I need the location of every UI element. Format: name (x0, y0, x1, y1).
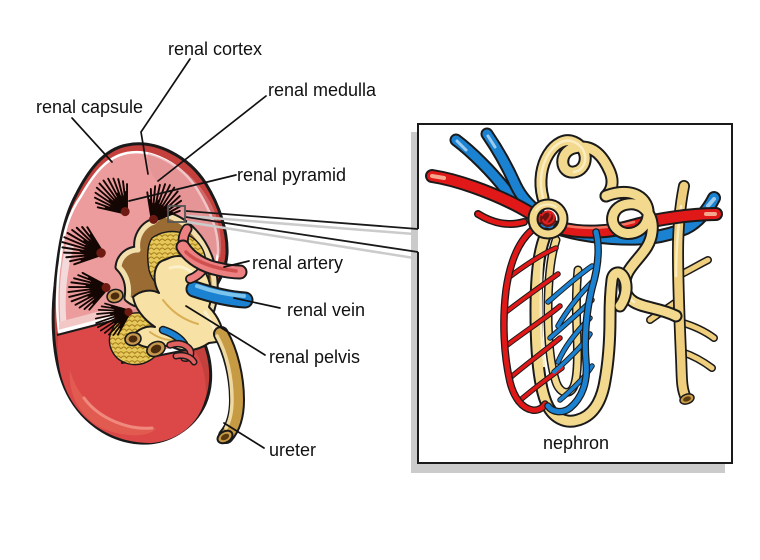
leader-line-renal-medulla (157, 95, 267, 182)
label-renal-pelvis: renal pelvis (269, 347, 361, 367)
label-renal-vein: renal vein (287, 300, 366, 320)
label-renal-pyramid: renal pyramid (237, 165, 347, 185)
calyx-openings (106, 288, 166, 358)
label-ureter: ureter (269, 440, 317, 460)
leader-line-renal-capsule (71, 117, 113, 163)
glomerulus (527, 198, 569, 240)
leader-line-renal-pyramid (128, 174, 237, 202)
label-renal-artery: renal artery (252, 253, 344, 273)
renal-artery-shape (175, 223, 248, 284)
nephron-illustration (425, 127, 723, 428)
leader-line-renal-artery (223, 260, 250, 268)
leader-line-ureter (223, 422, 265, 449)
kidney-lower-highlight (82, 396, 154, 430)
callout-lines (185, 210, 419, 253)
leader-line-renal-cortex (140, 58, 191, 175)
leader-line-renal-pelvis (185, 305, 266, 356)
kidney-lower-sheen (69, 370, 156, 436)
inset-caption-nephron: nephron (542, 433, 610, 453)
label-renal-medulla: renal medulla (268, 80, 377, 100)
label-renal-capsule: renal capsule (36, 97, 144, 117)
label-renal-cortex: renal cortex (168, 39, 263, 59)
magnifier-marker-square (167, 205, 186, 223)
callout-line-shadows (186, 214, 415, 260)
kidney-left-pale-crescent (59, 244, 74, 330)
leader-lines (71, 58, 281, 449)
hilum-small-vessels (158, 325, 198, 366)
capillary-network (500, 226, 602, 416)
leader-line-renal-vein (233, 297, 281, 309)
kidney-illustration (51, 142, 254, 445)
inset-box-border (417, 123, 733, 464)
proximal-tubule (534, 134, 619, 205)
